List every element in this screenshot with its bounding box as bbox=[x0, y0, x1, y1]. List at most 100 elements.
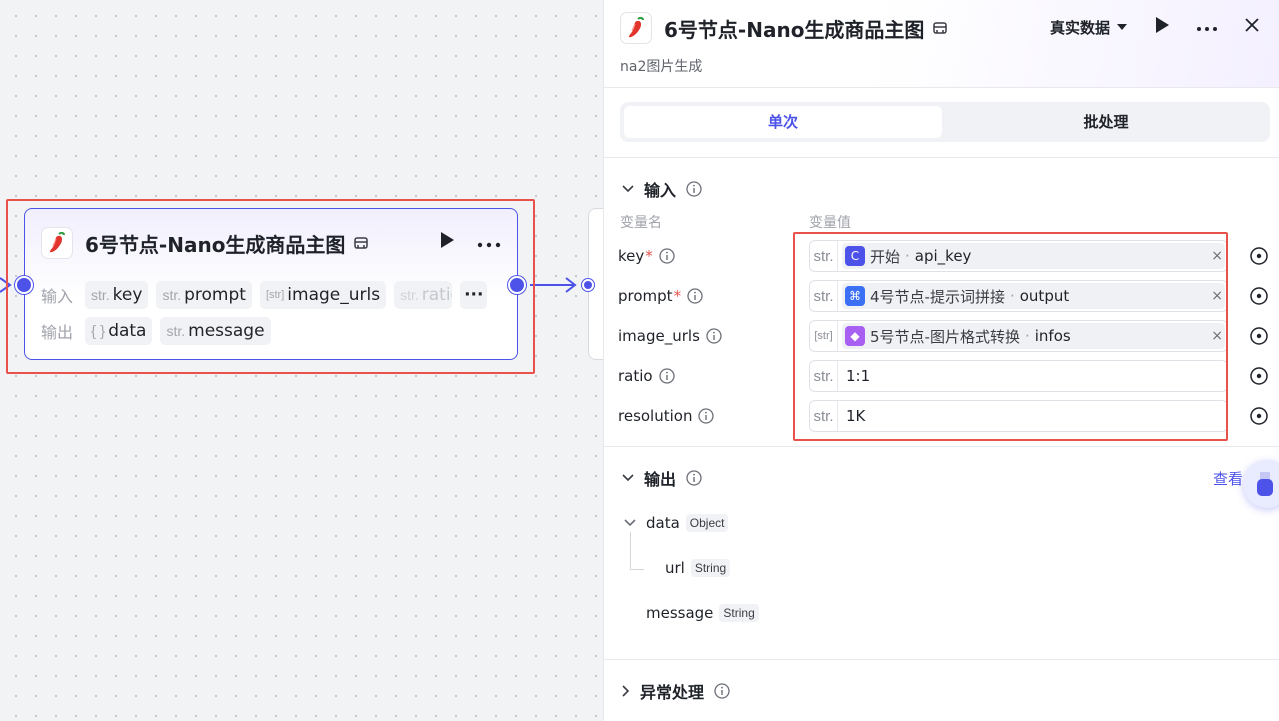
outgoing-edge bbox=[530, 277, 577, 293]
variable-select-icon[interactable] bbox=[1249, 406, 1269, 426]
node-output-message[interactable]: str.message bbox=[160, 317, 271, 345]
store-icon bbox=[353, 235, 369, 251]
store-icon bbox=[932, 20, 948, 36]
reference-source: 4号节点-提示词拼接 bbox=[870, 287, 1005, 306]
panel-title[interactable]: 6号节点-Nano生成商品主图 bbox=[664, 17, 925, 42]
variable-select-icon[interactable] bbox=[1249, 246, 1269, 266]
node-input-ratio[interactable]: str.ratio bbox=[394, 281, 453, 309]
reference-source: 开始 bbox=[870, 247, 901, 266]
floating-assistant-button[interactable] bbox=[1243, 460, 1279, 508]
node-title: 6号节点-Nano生成商品主图 bbox=[85, 232, 346, 257]
node-output-port[interactable] bbox=[508, 276, 526, 294]
workflow-canvas[interactable]: 6号节点-Nano生成商品主图 输入 str.key str.prompt [s… bbox=[0, 0, 618, 721]
required-mark: * bbox=[645, 247, 653, 265]
node-output-data[interactable]: { }data bbox=[85, 317, 153, 345]
output-url-name: url bbox=[665, 559, 685, 577]
node-input-key[interactable]: str.key bbox=[85, 281, 149, 309]
data-mode-dropdown[interactable]: 真实数据 bbox=[1050, 17, 1128, 38]
divider bbox=[604, 446, 1279, 447]
exception-section-title: 异常处理 bbox=[640, 683, 705, 702]
more-options-icon[interactable] bbox=[1196, 18, 1218, 36]
output-data-type: Object bbox=[685, 514, 729, 532]
variable-row-key: key* str. C 开始 · api_key × bbox=[618, 240, 1278, 272]
variable-name: ratio bbox=[618, 367, 653, 385]
tab-batch[interactable]: 批处理 bbox=[1083, 113, 1129, 131]
start-node-icon: C bbox=[845, 246, 865, 266]
input-section-header[interactable]: 输入 bbox=[622, 177, 702, 201]
variable-row-ratio: ratio str. 1:1 bbox=[618, 360, 1278, 392]
type-label: str. bbox=[810, 281, 838, 311]
chevron-down-icon[interactable] bbox=[624, 519, 636, 527]
highlight-frame-inputs bbox=[793, 232, 1228, 441]
output-message-row: message String bbox=[646, 604, 759, 622]
node-input-prompt[interactable]: str.prompt bbox=[156, 281, 252, 309]
code-node-icon: ⌘ bbox=[845, 286, 865, 306]
type-label: [str] bbox=[810, 321, 838, 351]
variable-value-field[interactable]: str. 1K bbox=[809, 400, 1228, 432]
remove-reference-icon[interactable]: × bbox=[1211, 248, 1223, 264]
reference-chip[interactable]: ◆ 5号节点-图片格式转换 · infos bbox=[842, 323, 1225, 349]
tab-single[interactable]: 单次 bbox=[624, 106, 942, 138]
panel-header: 6号节点-Nano生成商品主图 na2图片生成 真实数据 bbox=[604, 0, 1279, 88]
node-input-port[interactable] bbox=[15, 276, 33, 294]
selected-node[interactable]: 6号节点-Nano生成商品主图 输入 str.key str.prompt [s… bbox=[24, 208, 518, 360]
output-data-name: data bbox=[646, 514, 680, 532]
close-icon[interactable] bbox=[1244, 17, 1260, 37]
variable-value-field[interactable]: str. ⌘ 4号节点-提示词拼接 · output × bbox=[809, 280, 1228, 312]
reference-chip[interactable]: ⌘ 4号节点-提示词拼接 · output bbox=[842, 283, 1225, 309]
info-icon[interactable] bbox=[658, 368, 675, 384]
info-icon[interactable] bbox=[706, 328, 722, 344]
reference-chip[interactable]: C 开始 · api_key bbox=[842, 243, 1225, 269]
column-header-name: 变量名 bbox=[620, 215, 662, 231]
reference-field: output bbox=[1019, 287, 1070, 305]
node-inputs-more[interactable]: ··· bbox=[460, 281, 488, 309]
output-section-header[interactable]: 输出 bbox=[622, 466, 702, 490]
info-icon[interactable] bbox=[686, 181, 702, 197]
data-mode-label: 真实数据 bbox=[1049, 18, 1110, 37]
variable-select-icon[interactable] bbox=[1249, 366, 1269, 386]
divider bbox=[604, 157, 1279, 158]
variable-value: 1K bbox=[846, 407, 866, 425]
run-mode-tabs: 单次 批处理 bbox=[620, 102, 1270, 142]
chili-icon bbox=[41, 227, 73, 259]
output-url-row: url String bbox=[665, 559, 731, 577]
panel-subtitle[interactable]: na2图片生成 bbox=[620, 59, 703, 75]
info-icon[interactable] bbox=[698, 408, 715, 424]
variable-name: image_urls bbox=[618, 327, 700, 345]
variable-select-icon[interactable] bbox=[1249, 286, 1269, 306]
variable-name: prompt bbox=[618, 287, 673, 305]
remove-reference-icon[interactable]: × bbox=[1211, 328, 1223, 344]
reference-field: infos bbox=[1034, 327, 1071, 345]
node-input-image-urls[interactable]: [str]image_urls bbox=[259, 281, 387, 309]
more-options-icon[interactable] bbox=[477, 233, 501, 252]
type-label: str. bbox=[810, 361, 838, 391]
variable-name: resolution bbox=[618, 407, 693, 425]
node-config-panel: 6号节点-Nano生成商品主图 na2图片生成 真实数据 单次 批处理 bbox=[603, 0, 1279, 721]
view-output-link[interactable]: 查看 bbox=[1212, 470, 1243, 488]
chevron-right-icon bbox=[622, 685, 630, 697]
variable-select-icon[interactable] bbox=[1249, 326, 1269, 346]
remove-reference-icon[interactable]: × bbox=[1211, 288, 1223, 304]
info-icon[interactable] bbox=[659, 248, 675, 264]
reference-source: 5号节点-图片格式转换 bbox=[870, 327, 1020, 346]
node-output-label: 输出 bbox=[41, 323, 74, 342]
info-icon[interactable] bbox=[714, 683, 730, 699]
run-icon[interactable] bbox=[1154, 16, 1170, 38]
node-input-label: 输入 bbox=[41, 287, 74, 306]
chevron-down-icon bbox=[622, 474, 634, 482]
info-icon[interactable] bbox=[686, 470, 702, 486]
exception-section-header[interactable]: 异常处理 bbox=[622, 679, 730, 703]
run-node-icon[interactable] bbox=[439, 231, 455, 253]
output-message-type: String bbox=[719, 604, 759, 622]
highlight-frame-node bbox=[6, 199, 535, 374]
next-node-input-port[interactable] bbox=[582, 279, 594, 291]
variable-value-field[interactable]: [str] ◆ 5号节点-图片格式转换 · infos × bbox=[809, 320, 1228, 352]
chili-icon bbox=[620, 12, 652, 44]
info-icon[interactable] bbox=[687, 288, 703, 304]
variable-value-field[interactable]: str. 1:1 bbox=[809, 360, 1228, 392]
reference-separator: · bbox=[1024, 327, 1030, 345]
variable-value-field[interactable]: str. C 开始 · api_key × bbox=[809, 240, 1228, 272]
usb-icon bbox=[1257, 472, 1273, 496]
chevron-down-icon bbox=[622, 185, 634, 193]
output-section-title: 输出 bbox=[644, 470, 677, 489]
